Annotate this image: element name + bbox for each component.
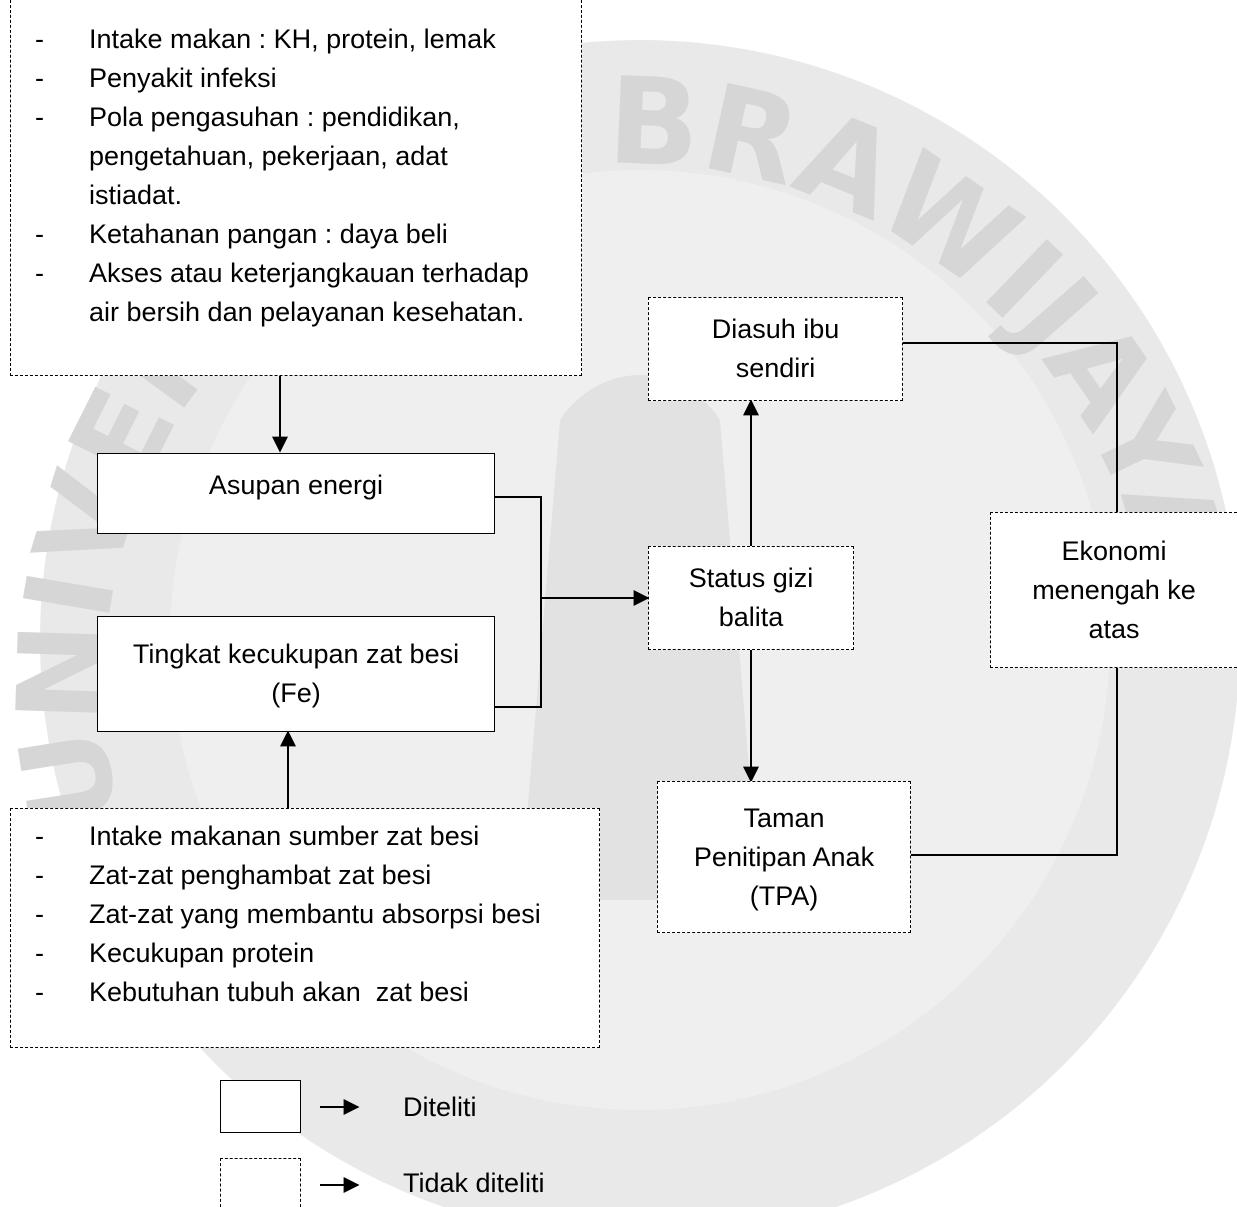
asupan-energi-label: Asupan energi xyxy=(208,470,384,500)
list-item: Zat-zat yang membantu absorpsi besi xyxy=(11,895,599,934)
list-item: Ketahanan pangan : daya beli xyxy=(11,215,581,254)
diasuh-label-1: Diasuh ibu xyxy=(711,314,840,344)
legend-dashed-swatch xyxy=(220,1158,301,1207)
diasuh-box: Diasuh ibu sendiri xyxy=(648,297,903,401)
asupan-energi-box: Asupan energi xyxy=(97,453,495,534)
status-gizi-label-1: Status gizi xyxy=(688,563,814,593)
tingkat-fe-label-1: Tingkat kecukupan zat besi xyxy=(132,639,460,669)
legend-solid-swatch xyxy=(220,1080,301,1133)
factors-bottom-box: Intake makanan sumber zat besi Zat-zat p… xyxy=(10,808,600,1048)
ekonomi-label-1: Ekonomi xyxy=(1061,535,1167,566)
list-item: Kecukupan protein xyxy=(11,934,599,973)
connector-ekonomi-diasuh xyxy=(903,342,1118,512)
factors-top-box: Intake makan : KH, protein, lemak Penyak… xyxy=(10,0,582,376)
list-item: Zat-zat penghambat zat besi xyxy=(11,856,599,895)
tpa-box: Taman Penitipan Anak (TPA) xyxy=(657,781,911,933)
list-item: Pola pengasuhan : pendidikan, pengetahua… xyxy=(11,98,581,215)
connector-asupan xyxy=(494,496,542,598)
tpa-label-2: Penitipan Anak xyxy=(693,841,875,872)
diasuh-label-2: sendiri xyxy=(735,353,816,383)
factors-top-list: Intake makan : KH, protein, lemak Penyak… xyxy=(11,20,581,332)
connector-fe xyxy=(494,598,542,708)
list-item: Akses atau keterjangkauan terhadap air b… xyxy=(11,254,581,332)
connector-ekonomi-tpa xyxy=(911,668,1118,856)
list-item: Kebutuhan tubuh akan zat besi xyxy=(11,973,599,1012)
list-item: Penyakit infeksi xyxy=(11,59,581,98)
status-gizi-box: Status gizi balita xyxy=(648,546,854,650)
status-gizi-label-2: balita xyxy=(718,602,784,632)
factors-bottom-list: Intake makanan sumber zat besi Zat-zat p… xyxy=(11,817,599,1012)
list-item: Intake makan : KH, protein, lemak xyxy=(11,20,581,59)
tingkat-fe-box: Tingkat kecukupan zat besi (Fe) xyxy=(97,616,495,732)
list-item: Intake makanan sumber zat besi xyxy=(11,817,599,856)
tingkat-fe-label-2: (Fe) xyxy=(271,678,321,708)
legend-not-studied-label: Tidak diteliti xyxy=(403,1168,545,1198)
ekonomi-label-3: atas xyxy=(1088,613,1140,644)
tpa-label-3: (TPA) xyxy=(749,880,819,911)
tpa-label-1: Taman xyxy=(743,802,825,833)
legend-studied-label: Diteliti xyxy=(403,1092,477,1122)
ekonomi-label-2: menengah ke xyxy=(1032,574,1196,605)
ekonomi-box: Ekonomi menengah ke atas xyxy=(990,512,1237,668)
